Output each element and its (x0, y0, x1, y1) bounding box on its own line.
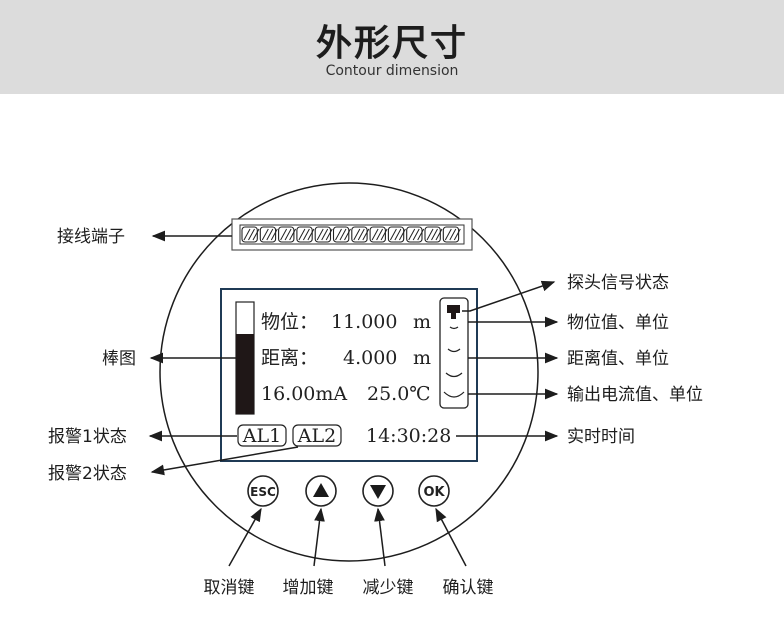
cancel-key-label: 取消键 (204, 578, 255, 598)
terminal-hatch-line (362, 228, 370, 241)
terminal-hatch-line (339, 228, 347, 241)
page-subtitle: Contour dimension (325, 63, 459, 79)
level-value-unit-label: 物位值、单位 (567, 313, 669, 333)
terminal-hatch-line (394, 228, 402, 241)
terminal-hatch-line (335, 228, 342, 241)
terminal-hatch-line (449, 228, 457, 241)
terminal-hatch-line (344, 228, 351, 241)
alarm2-indicator: AL2 (297, 425, 336, 447)
terminal-hatch-line (321, 228, 329, 241)
terminal-hatch-line (380, 228, 388, 241)
terminal-hatch-line (302, 228, 310, 241)
signal-wave-4 (443, 391, 465, 398)
distance-value-unit-label: 距离值、单位 (567, 349, 669, 369)
terminal-hatch-line (431, 228, 438, 241)
right-callout-lines (456, 280, 559, 442)
signal-wave-2 (447, 348, 461, 353)
probe-signal-indicator (439, 297, 469, 409)
terminal-strip (231, 218, 473, 251)
triangle-down-icon (370, 485, 386, 499)
terminal-hatch-line (353, 228, 361, 241)
terminal-hatch-line (412, 228, 420, 241)
terminal-hatch-line (408, 228, 416, 241)
ok-button-label: OK (423, 485, 445, 500)
distance-value: 4.000 (343, 347, 397, 369)
realtime-clock: 14:30:28 (366, 425, 451, 447)
terminal-hatch-line (444, 228, 452, 241)
terminal-hatch-line (435, 228, 443, 241)
bar-graph (235, 301, 255, 415)
bar-graph-label: 棒图 (102, 349, 136, 369)
level-unit: m (413, 311, 431, 333)
signal-wave-3 (445, 372, 463, 378)
probe-signal-label: 探头信号状态 (567, 273, 669, 293)
terminal-hatch-line (284, 228, 292, 241)
terminal-hatch-line (316, 228, 324, 241)
terminal-hatch-line (248, 228, 255, 241)
current-value: 16.00mA (261, 383, 347, 405)
terminal-hatch-line (389, 228, 397, 241)
device-body-circle (159, 182, 539, 562)
terminal-hatch-line (289, 228, 297, 241)
terminal-hatch-line (371, 228, 379, 241)
decrease-key-label: 减少键 (363, 578, 414, 598)
alarm1-indicator: AL1 (242, 425, 281, 447)
terminal-hatch-line (270, 228, 278, 241)
terminal-hatch-line (398, 228, 406, 241)
triangle-up-icon (313, 483, 329, 497)
terminal-label: 接线端子 (57, 227, 125, 247)
realtime-label: 实时时间 (567, 427, 635, 447)
terminal-hatch-line (252, 228, 260, 241)
up-button[interactable] (305, 475, 337, 507)
terminal-hatch-line (298, 228, 306, 241)
increase-key-label: 增加键 (283, 578, 334, 598)
left-callout-lines (148, 230, 299, 476)
signal-wave-1 (449, 326, 459, 330)
terminal-hatch-line (453, 228, 461, 241)
level-value: 11.000 (331, 311, 397, 333)
confirm-key-label: 确认键 (443, 578, 494, 598)
terminal-hatch-line (376, 228, 384, 241)
page-title: 外形尺寸 (315, 23, 468, 64)
esc-button-label: ESC (250, 485, 276, 499)
temperature-value: 25.0℃ (367, 383, 431, 405)
button-callout-lines (228, 507, 467, 567)
alarm2-box (292, 424, 342, 447)
alarm2-status-label: 报警2状态 (48, 464, 127, 484)
terminal-hatch-line (261, 228, 269, 241)
terminal-hatch-line (266, 228, 274, 241)
alarm1-status-label: 报警1状态 (48, 427, 127, 447)
header-banner: 外形尺寸 Contour dimension (0, 0, 784, 94)
esc-button[interactable]: ESC (247, 475, 279, 507)
distance-label: 距离： (261, 347, 318, 369)
ok-button[interactable]: OK (418, 475, 450, 507)
terminal-hatch-line (325, 228, 333, 241)
down-button[interactable] (362, 475, 394, 507)
terminal-hatch-line (307, 228, 315, 241)
terminal-hatch-line (280, 228, 288, 241)
alarm1-box (237, 424, 287, 447)
probe-icon (447, 305, 460, 313)
distance-unit: m (413, 347, 431, 369)
terminal-hatch-line (417, 228, 425, 241)
terminal-hatch-line (357, 228, 365, 241)
level-label: 物位： (261, 311, 318, 333)
terminal-hatch-line (243, 228, 251, 241)
current-value-unit-label: 输出电流值、单位 (567, 385, 703, 405)
terminal-hatch-line (426, 228, 434, 241)
